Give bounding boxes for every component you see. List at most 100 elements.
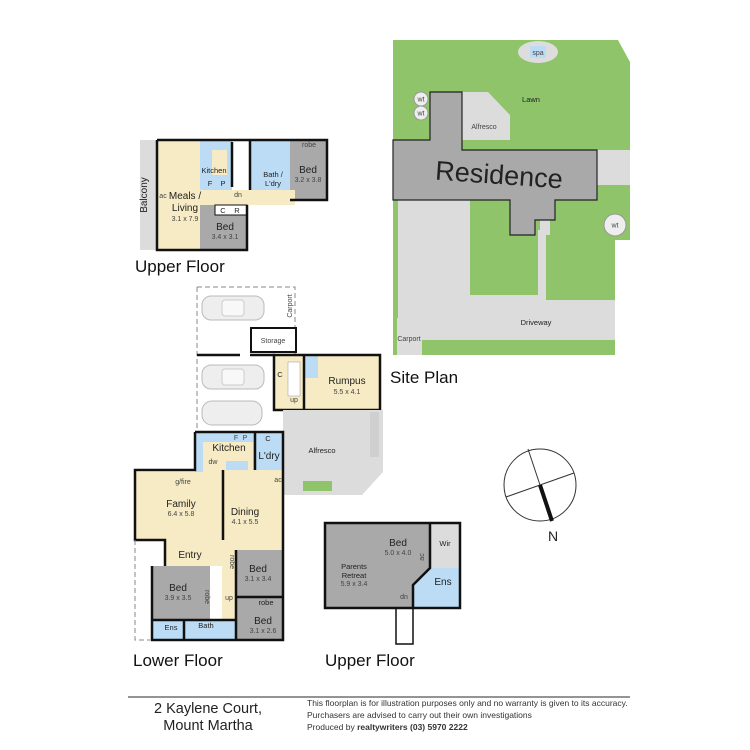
hall — [222, 550, 236, 640]
family-room — [135, 472, 223, 540]
label-bed: Bed — [299, 165, 317, 176]
label-fridge: F — [234, 435, 238, 442]
label-rumpus-dim: 5.5 x 4.1 — [334, 389, 361, 396]
label-meals: Meals / — [169, 191, 201, 202]
front-lawn — [545, 235, 615, 300]
label-kitchen: Kitchen — [212, 443, 245, 454]
label-rumpus: Rumpus — [328, 376, 365, 387]
deck-outline — [134, 540, 150, 641]
label-cupboard: C — [277, 370, 283, 379]
residence-building — [392, 91, 598, 236]
label-dining-dim: 4.1 x 5.5 — [232, 519, 259, 526]
carport-outline — [197, 286, 296, 355]
wc-room — [304, 356, 318, 378]
wc-room — [222, 620, 236, 640]
label-carport: Carport — [287, 294, 294, 317]
label-bed: Bed — [254, 616, 272, 627]
label-bed-dim: 3.9 x 3.5 — [165, 595, 192, 602]
label-bed-dim: 3.1 x 2.6 — [250, 628, 277, 635]
stairs — [232, 142, 250, 187]
label-retreat-dim: 5.9 x 3.4 — [341, 581, 368, 588]
label-carport: Carport — [397, 336, 420, 343]
label-storage: Storage — [261, 338, 286, 345]
producer-name: realtywriters (03) 5970 2222 — [357, 722, 468, 732]
bedroom — [152, 566, 210, 620]
meals-living-room — [157, 140, 200, 250]
label-living: Living — [172, 203, 198, 214]
balcony — [140, 140, 157, 250]
label-bed-dim: 3.1 x 3.4 — [245, 576, 272, 583]
water-tank — [413, 105, 429, 121]
label-bed-dim: 5.0 x 4.0 — [385, 550, 412, 557]
label-bed: Bed — [249, 564, 267, 575]
walls — [323, 521, 462, 610]
alfresco-area — [283, 410, 383, 495]
label-wir: Wir — [439, 539, 451, 548]
hallway — [200, 190, 295, 205]
label-kitchen: Kitchen — [201, 166, 226, 175]
carport-area — [397, 318, 422, 355]
car-icon — [201, 364, 265, 390]
ensuite-room — [152, 620, 184, 640]
label-pantry: P — [243, 435, 248, 442]
alfresco-area — [462, 92, 510, 140]
label-balcony: Balcony — [139, 177, 150, 213]
lower-floor: Carport Storage C up Rumpus 5.5 x 4.1 Al… — [133, 286, 383, 670]
label-robe: robe — [228, 555, 235, 569]
produced-by-label: Produced by — [307, 722, 357, 732]
label-bed-dim: 3.4 x 3.1 — [212, 234, 239, 241]
alfresco-bench — [370, 412, 379, 457]
label-retreat: Retreat — [342, 571, 368, 580]
label-alfresco: Alfresco — [308, 446, 335, 455]
stairs — [287, 361, 301, 397]
label-gas-fire: g/fire — [175, 479, 191, 486]
bedroom — [236, 597, 283, 640]
label-dining: Dining — [231, 507, 259, 518]
water-tank — [603, 213, 627, 237]
label-driveway: Driveway — [521, 318, 552, 327]
upper-floor-unit: Balcony Kitchen F P Bath / L'dry robe Be… — [135, 138, 329, 276]
stairs — [395, 607, 414, 645]
label-wt: wt — [417, 97, 425, 104]
lower-floor-title: Lower Floor — [133, 651, 223, 670]
label-bed: Bed — [389, 538, 407, 549]
label-wt: wt — [417, 111, 425, 118]
kitchen-bench — [212, 150, 227, 175]
bath-laundry-room — [250, 140, 290, 190]
label-robe: robe — [203, 590, 210, 604]
walls — [155, 138, 329, 252]
car-icon — [201, 400, 263, 426]
label-dn: dn — [234, 192, 242, 199]
bedroom — [290, 140, 327, 200]
label-spa: spa — [532, 50, 543, 57]
label-lawn: Lawn — [522, 95, 540, 104]
label-ac: ac — [159, 193, 167, 200]
ensuite-room — [413, 568, 460, 608]
label-bed: Bed — [169, 583, 187, 594]
label-bed: Bed — [216, 222, 234, 233]
label-cupboard: C — [220, 206, 226, 215]
label-entry: Entry — [178, 550, 201, 561]
label-parents: Parents — [341, 562, 367, 571]
compass-icon: N — [503, 448, 577, 544]
bath-room — [184, 620, 222, 640]
paving — [597, 150, 630, 185]
storage-room — [250, 327, 297, 353]
label-family: Family — [166, 499, 195, 510]
produced-by-line: Produced by realtywriters (03) 5970 2222 — [307, 722, 468, 732]
path — [538, 230, 546, 305]
label-wt: wt — [611, 223, 619, 230]
car-icon — [201, 295, 265, 321]
label-cupboard: C — [265, 434, 271, 443]
north-label: N — [548, 528, 558, 544]
label-up: up — [290, 397, 298, 404]
dining-room — [223, 470, 283, 550]
label-robe-r: R — [234, 206, 240, 215]
label-bath: Bath / — [263, 170, 284, 179]
label-robe: robe — [302, 142, 316, 149]
label-ensuite: Ens — [434, 577, 451, 588]
planter — [303, 481, 332, 491]
site-plan: spa Lawn wt wt wt Alfresco Residence Dri… — [390, 40, 630, 387]
label-up: up — [225, 595, 233, 602]
